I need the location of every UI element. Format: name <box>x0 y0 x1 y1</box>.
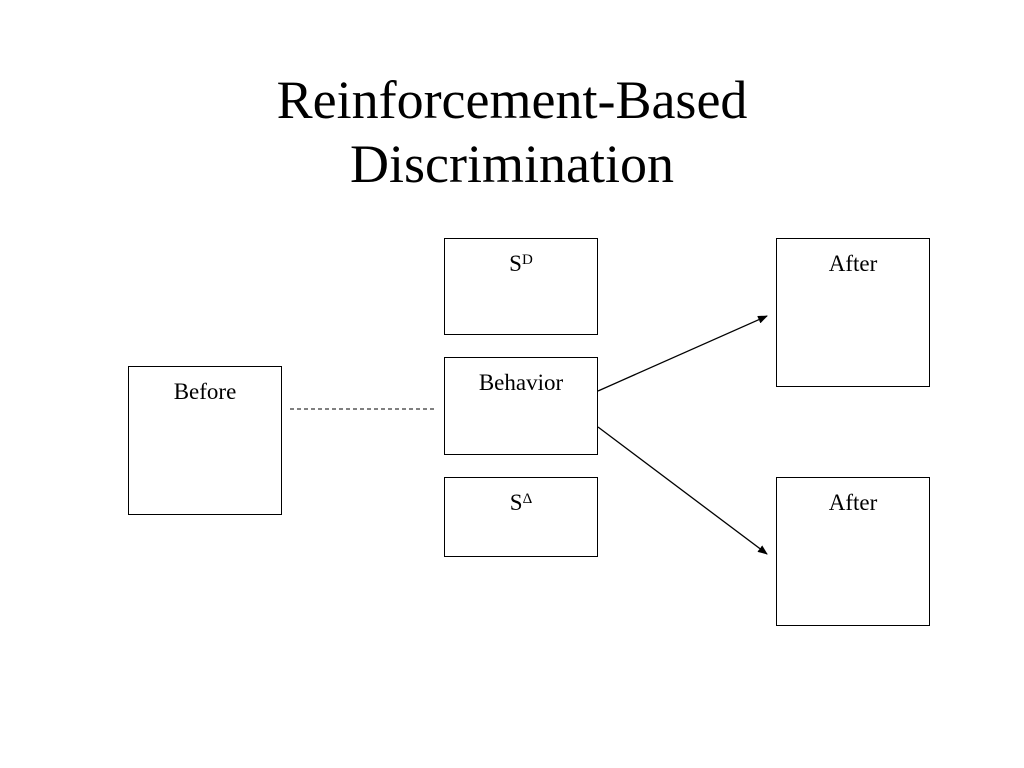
after-bottom-label: After <box>828 490 878 515</box>
discriminative-stimulus-box: SD <box>444 238 598 335</box>
sdelta-label-base: S <box>509 490 523 515</box>
title-line-2: Discrimination <box>350 134 674 194</box>
behavior-label: Behavior <box>478 370 564 395</box>
sd-label-superscript: D <box>521 252 533 268</box>
s-delta-box: SΔ <box>444 477 598 557</box>
behavior-box: Behavior <box>444 357 598 455</box>
sdelta-label-superscript: Δ <box>522 491 533 507</box>
after-box-bottom: After <box>776 477 930 626</box>
sd-label-base: S <box>509 251 522 276</box>
arrow-behavior-to-after-bottom <box>597 426 768 555</box>
title-line-1: Reinforcement-Based <box>276 70 748 130</box>
after-box-top: After <box>776 238 930 387</box>
before-box: Before <box>128 366 282 515</box>
arrow-behavior-to-after-top <box>597 315 768 392</box>
after-top-label: After <box>828 251 878 276</box>
before-label: Before <box>173 379 237 404</box>
slide-title: Reinforcement-Based Discrimination <box>0 68 1024 196</box>
